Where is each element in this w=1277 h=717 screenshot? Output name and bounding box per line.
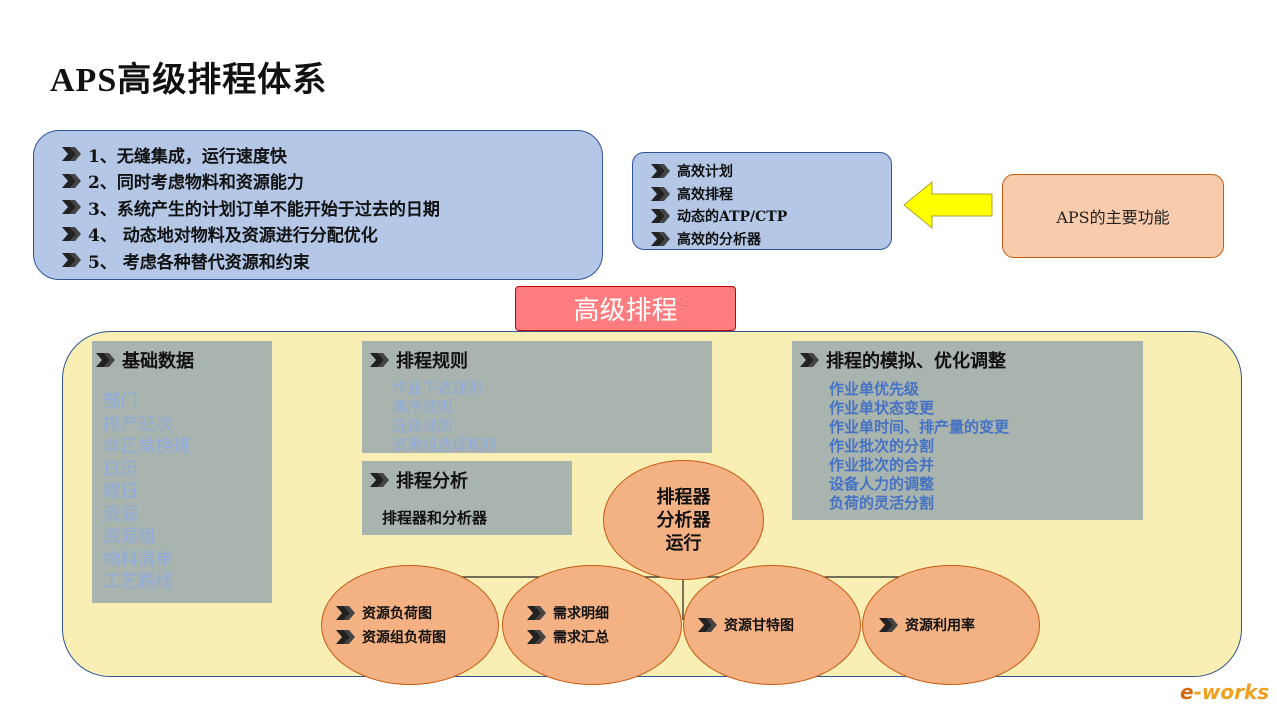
chevron-icon <box>336 606 358 620</box>
list-item: 作业单优先级 <box>829 380 920 398</box>
chevron-icon <box>62 147 84 162</box>
chevron-icon <box>651 209 673 224</box>
chevron-icon <box>62 226 84 241</box>
list-item: 部门 <box>103 392 138 412</box>
chevron-icon <box>527 606 549 620</box>
list-item: 非正常换班 <box>103 437 191 457</box>
feature-item: 4、 动态地对物料及资源进行分配优化 <box>62 221 602 248</box>
output-item: 资源甘特图 <box>698 613 860 637</box>
output-ellipse-demand: 需求明细 需求汇总 <box>502 565 682 685</box>
page-title: APS高级排程体系 <box>50 62 328 99</box>
scheduling-analysis-title: 排程分析 <box>370 467 572 493</box>
chevron-icon <box>800 353 822 367</box>
center-line: 排程器 <box>656 486 711 508</box>
chevron-icon <box>370 473 392 487</box>
chevron-icon <box>651 186 673 201</box>
output-item: 资源组负荷图 <box>336 625 498 649</box>
list-item: 作业批次的合并 <box>829 456 935 474</box>
chevron-icon <box>527 630 549 644</box>
list-item: 负荷的灵活分割 <box>829 494 935 512</box>
basic-data-title: 基础数据 <box>96 347 272 373</box>
list-item: 物料清单 <box>103 549 173 570</box>
chevron-icon <box>651 164 673 179</box>
list-item: 顺序规则 <box>392 398 453 416</box>
list-item: 作业批次的分割 <box>829 437 935 455</box>
scheduling-analysis-subtitle: 排程器和分析器 <box>382 509 488 527</box>
list-item: 作业下达规则 <box>392 379 483 397</box>
simulation-box: 排程的模拟、优化调整 作业单优先级 作业单状态变更 作业单时间、排产量的变更 作… <box>792 341 1143 520</box>
chevron-icon <box>62 173 84 188</box>
output-item: 资源负荷图 <box>336 601 498 625</box>
center-line: 运行 <box>665 532 702 554</box>
list-item: 排产班次 <box>103 414 173 435</box>
feature-item: 2、同时考虑物料和资源能力 <box>62 168 602 195</box>
eworks-logo: e-works <box>1180 680 1270 704</box>
output-ellipse-utilization: 资源利用率 <box>862 565 1040 685</box>
feature-item: 1、无缝集成，运行速度快 <box>62 141 602 168</box>
feature-item: 5、 考虑各种替代资源和约束 <box>62 247 602 274</box>
features-box: 1、无缝集成，运行速度快 2、同时考虑物料和资源能力 3、系统产生的计划订单不能… <box>33 130 603 280</box>
chevron-icon <box>96 353 118 367</box>
function-item: 高效计划 <box>651 160 891 183</box>
output-item: 需求汇总 <box>527 625 681 649</box>
chevron-icon <box>62 200 84 215</box>
chevron-icon <box>62 253 84 268</box>
main-functions-box: APS的主要功能 <box>1002 174 1224 258</box>
list-item: 工艺路线 <box>103 572 173 592</box>
feature-item: 3、系统产生的计划订单不能开始于过去的日期 <box>62 194 602 221</box>
chevron-icon <box>698 618 720 632</box>
chevron-icon <box>370 353 392 367</box>
function-item: 高效的分析器 <box>651 228 891 251</box>
list-item: 日历 <box>103 459 138 480</box>
function-item: 动态的ATP/CTP <box>651 205 891 228</box>
scheduling-rules-title: 排程规则 <box>370 347 712 373</box>
basic-data-box: 基础数据 部门 排产班次 非正常换班 日历 假日 资源 资源组 物料清单 工艺路… <box>92 341 272 603</box>
list-item: 选择规则 <box>392 417 453 435</box>
output-item: 资源利用率 <box>879 613 1039 637</box>
chevron-icon <box>879 618 901 632</box>
chevron-icon <box>336 630 358 644</box>
scheduler-analyzer-node: 排程器 分析器 运行 <box>603 460 764 580</box>
functions-box: 高效计划 高效排程 动态的ATP/CTP 高效的分析器 <box>632 152 892 250</box>
output-ellipse-resource-load: 资源负荷图 资源组负荷图 <box>321 565 499 685</box>
chevron-icon <box>651 231 673 246</box>
center-line: 分析器 <box>656 509 711 531</box>
output-ellipse-gantt: 资源甘特图 <box>683 565 861 685</box>
output-item: 需求明细 <box>527 601 681 625</box>
list-item: 作业单状态变更 <box>829 399 935 417</box>
list-item: 资源 <box>103 504 138 525</box>
list-item: 设备人力的调整 <box>829 475 935 493</box>
left-arrow-icon <box>903 180 993 230</box>
simulation-title: 排程的模拟、优化调整 <box>800 347 1143 373</box>
list-item: 资源组 <box>103 527 156 547</box>
scheduling-analysis-box: 排程分析 排程器和分析器 <box>362 461 572 535</box>
list-item: 作业单时间、排产量的变更 <box>829 418 1010 436</box>
advanced-scheduling-label: 高级排程 <box>515 286 736 331</box>
function-item: 高效排程 <box>651 183 891 206</box>
list-item: 假日 <box>103 482 138 502</box>
scheduling-rules-box: 排程规则 作业下达规则 顺序规则 选择规则 资源组选择规则 <box>362 341 712 454</box>
list-item: 资源组选择规则 <box>392 436 498 454</box>
